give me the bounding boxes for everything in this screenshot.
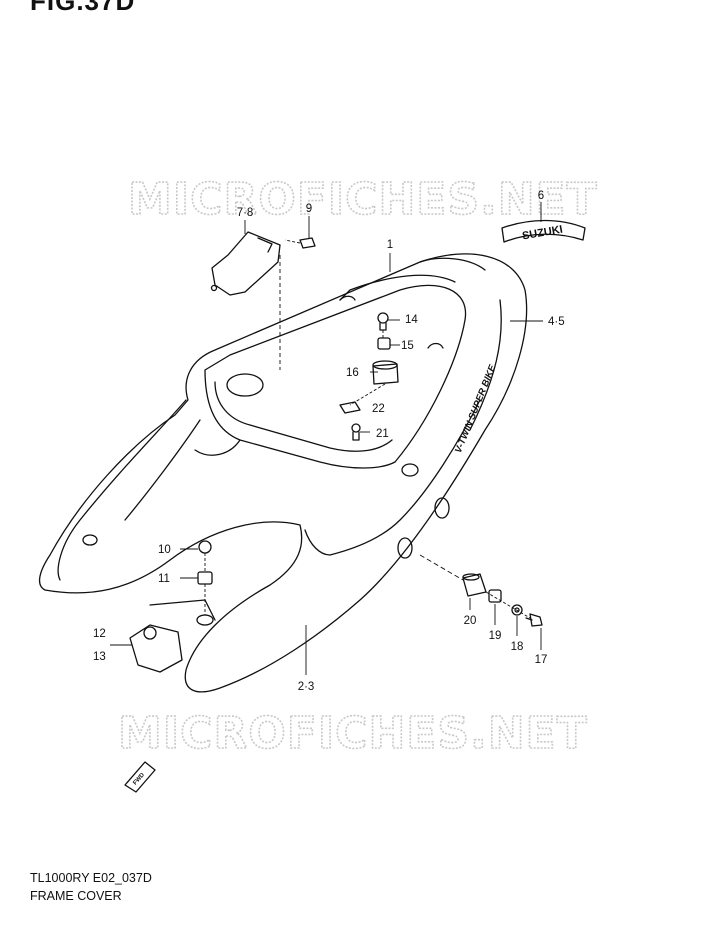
callout-10: 10 [158,544,171,556]
callout-7-8: 7·8 [237,207,254,219]
vtwin-decal-text: V-TWIN SUPER BIKE [453,363,499,455]
callout-6: 6 [538,190,544,202]
watermark-bottom: MICROFICHES.NET [118,708,588,759]
frame-cover-outline [38,253,528,693]
callout-2-3: 2·3 [298,681,315,693]
callout-14: 14 [405,314,418,326]
diagram-code: TL1000RY E02_037D [30,871,152,885]
callout-13: 13 [93,651,106,663]
callout-15: 15 [401,340,414,352]
bracket-part [211,231,281,296]
callout-19: 19 [489,630,502,642]
callout-18: 18 [511,641,524,653]
callout-21: 21 [376,428,389,440]
callout-1: 1 [387,239,393,251]
callout-20: 20 [464,615,477,627]
diagram-name: FRAME COVER [30,889,122,903]
rear-bracket [129,624,183,673]
callout-9: 9 [306,203,312,215]
watermark-top: MICROFICHES.NET [128,174,598,225]
fwd-arrow [124,761,156,793]
callout-22: 22 [372,403,385,415]
callout-17: 17 [535,654,548,666]
seat-recess [204,284,467,469]
figure-title: FIG.37D [30,0,136,16]
callout-12: 12 [93,628,106,640]
callout-16: 16 [346,367,359,379]
suzuki-badge [501,219,586,243]
callout-11: 11 [158,573,170,585]
callout-4-5: 4·5 [548,316,565,328]
